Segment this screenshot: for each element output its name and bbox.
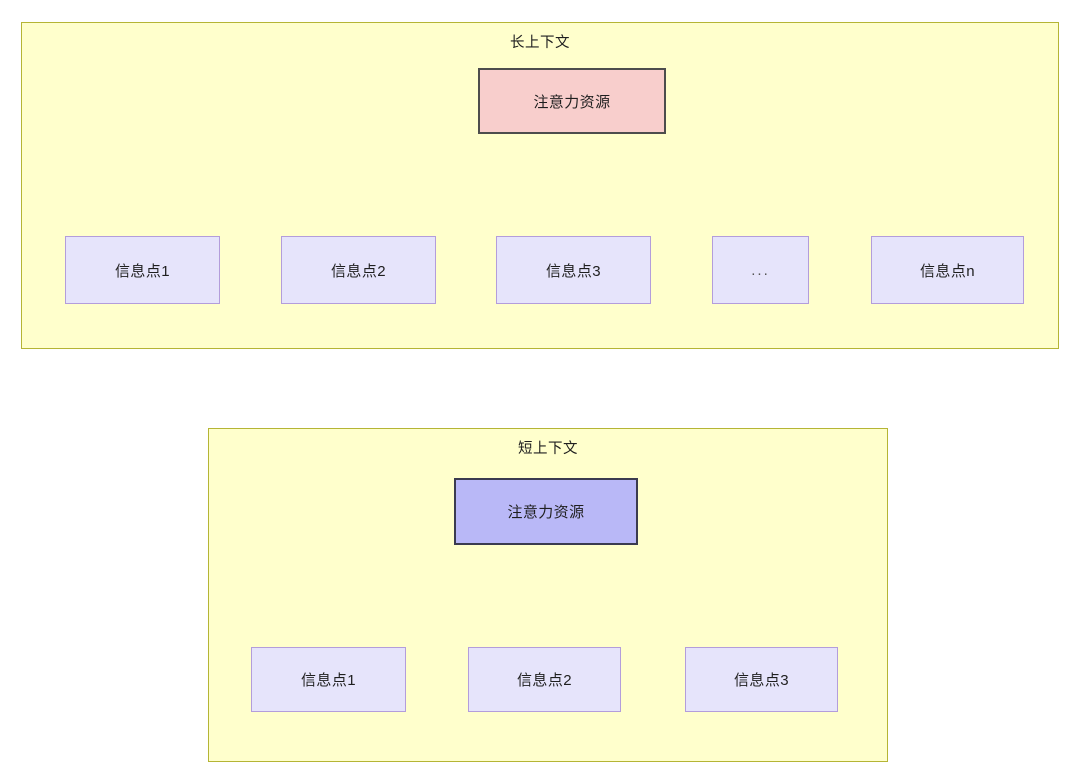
node-info-point-1-short[interactable]: 信息点1	[251, 647, 406, 712]
node-info-point-n-long[interactable]: 信息点n	[871, 236, 1024, 304]
panel-long-context-title: 长上下文	[510, 35, 570, 51]
node-attention-resource-short[interactable]: 注意力资源	[454, 478, 638, 545]
node-info-point-n-long-label: 信息点n	[920, 262, 975, 280]
node-info-point-1-short-label: 信息点1	[301, 672, 356, 689]
node-info-point-1-long[interactable]: 信息点1	[65, 236, 220, 304]
node-info-point-2-short-label: 信息点2	[517, 672, 572, 689]
node-info-point-ellipsis-long[interactable]: ...	[712, 236, 809, 304]
node-info-point-2-long-label: 信息点2	[331, 262, 386, 280]
panel-short-context-title: 短上下文	[518, 441, 578, 457]
node-attention-resource-long[interactable]: 注意力资源	[478, 68, 666, 134]
node-attention-resource-short-label: 注意力资源	[507, 504, 585, 521]
node-attention-resource-long-label: 注意力资源	[533, 93, 611, 111]
node-info-point-2-short[interactable]: 信息点2	[468, 647, 621, 712]
node-info-point-3-long[interactable]: 信息点3	[496, 236, 651, 304]
node-info-point-3-short-label: 信息点3	[734, 672, 789, 689]
node-info-point-3-long-label: 信息点3	[546, 262, 601, 280]
node-info-point-3-short[interactable]: 信息点3	[685, 647, 838, 712]
node-info-point-2-long[interactable]: 信息点2	[281, 236, 436, 304]
node-info-point-1-long-label: 信息点1	[115, 262, 170, 280]
node-info-point-ellipsis-long-label: ...	[751, 261, 770, 279]
